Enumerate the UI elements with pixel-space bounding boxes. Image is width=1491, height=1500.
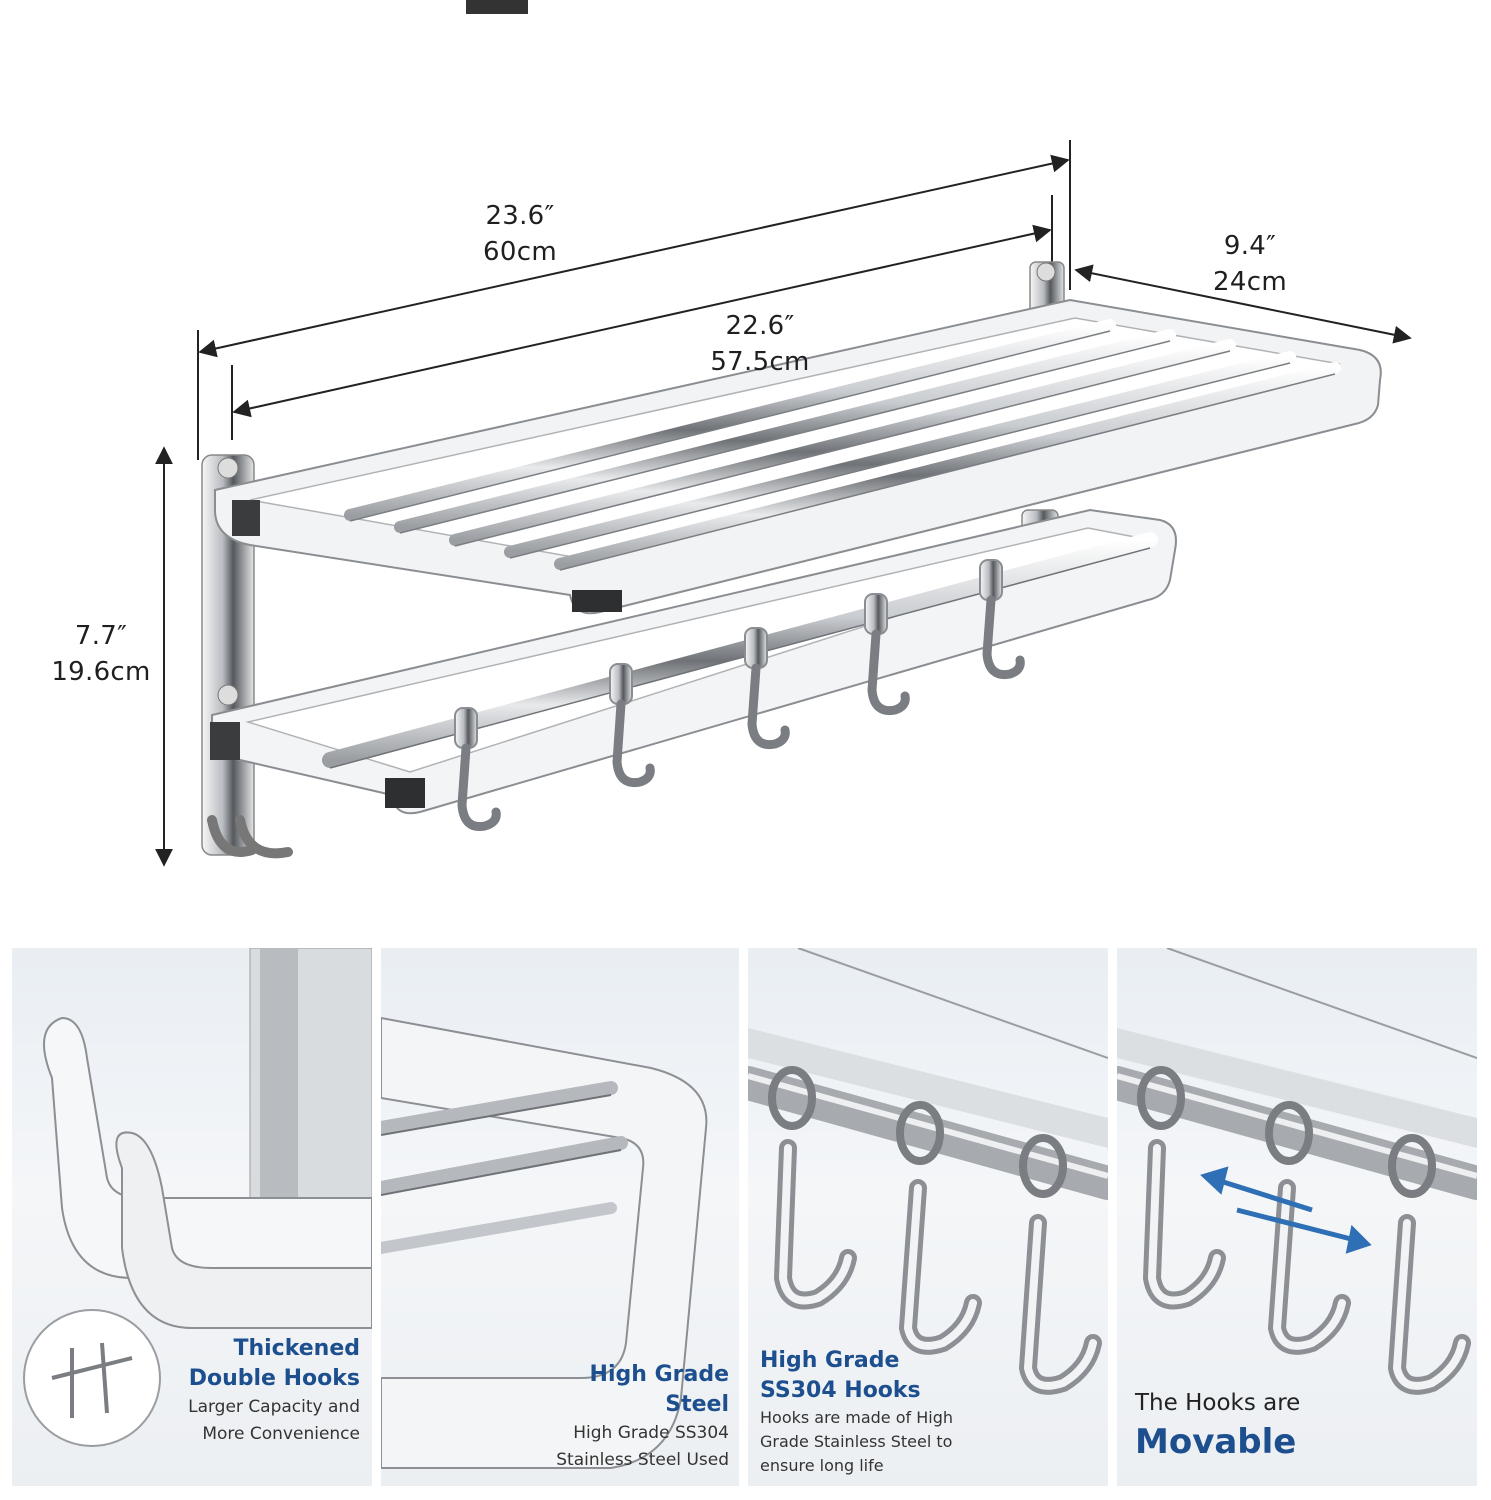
inner-width-inches: 22.6″ <box>725 311 795 341</box>
movable-hooks-closeup <box>1117 948 1477 1395</box>
panel-3-sub-2: Grade Stainless Steel to <box>760 1432 953 1451</box>
outer-width-cm: 60cm <box>483 237 557 267</box>
panel-3-title-2: SS304 Hooks <box>760 1378 921 1403</box>
panel-2-caption: High Grade Steel High Grade SS304 Stainl… <box>429 1360 729 1474</box>
panel-3-sub-3: ensure long life <box>760 1456 884 1475</box>
panel-1-sub-2: More Convenience <box>202 1424 360 1444</box>
dimension-lines <box>155 140 1412 867</box>
panel-2-sub-2: Stainless Steel Used <box>556 1450 729 1470</box>
double-hook-closeup <box>23 948 372 1447</box>
panel-double-hooks: Thickened Double Hooks Larger Capacity a… <box>12 948 372 1486</box>
panel-4-prefix: The Hooks are <box>1135 1390 1301 1416</box>
panel-movable-hooks: The Hooks are Movable <box>1117 948 1477 1486</box>
rail-hooks <box>454 559 1025 832</box>
inner-width-dimension <box>232 224 1052 418</box>
inner-width-label: 22.6″ 57.5cm <box>680 308 840 380</box>
outer-width-inches: 23.6″ <box>485 201 555 231</box>
depth-dimension <box>1074 264 1412 344</box>
panel-3-sub-1: Hooks are made of High <box>760 1408 954 1427</box>
panel-3-title-1: High Grade <box>760 1348 900 1373</box>
panel-4-caption: The Hooks are Movable <box>1135 1386 1465 1464</box>
height-cm: 19.6cm <box>51 657 151 687</box>
panel-high-grade-steel: High Grade Steel High Grade SS304 Stainl… <box>381 948 739 1486</box>
height-label: 7.7″ 19.6cm <box>36 618 166 690</box>
panel-2-title-2: Steel <box>665 1392 729 1417</box>
height-inches: 7.7″ <box>74 621 128 651</box>
panel-1-caption: Thickened Double Hooks Larger Capacity a… <box>60 1334 360 1448</box>
depth-cm: 24cm <box>1213 267 1287 297</box>
outer-width-label: 23.6″ 60cm <box>440 198 600 270</box>
panel-4-highlight: Movable <box>1135 1422 1297 1462</box>
panel-1-title-2: Double Hooks <box>188 1366 360 1391</box>
inner-width-cm: 57.5cm <box>710 347 810 377</box>
panel-2-title-1: High Grade <box>589 1362 729 1387</box>
towel-rack-illustration <box>155 140 1412 867</box>
steel-frame-closeup <box>381 1016 708 1469</box>
move-arrows <box>1200 1166 1372 1254</box>
cropped-product-fragment <box>466 0 528 14</box>
panel-1-title-1: Thickened <box>233 1336 360 1361</box>
panel-2-sub-1: High Grade SS304 <box>573 1423 729 1443</box>
depth-label: 9.4″ 24cm <box>1180 228 1320 300</box>
ss304-hooks-closeup <box>748 948 1108 1395</box>
panel-3-caption: High Grade SS304 Hooks Hooks are made of… <box>760 1346 1100 1478</box>
upper-shelf <box>214 298 1382 615</box>
panel-1-sub-1: Larger Capacity and <box>188 1397 360 1417</box>
panel-ss304-hooks: High Grade SS304 Hooks Hooks are made of… <box>748 948 1108 1486</box>
depth-inches: 9.4″ <box>1223 231 1277 261</box>
